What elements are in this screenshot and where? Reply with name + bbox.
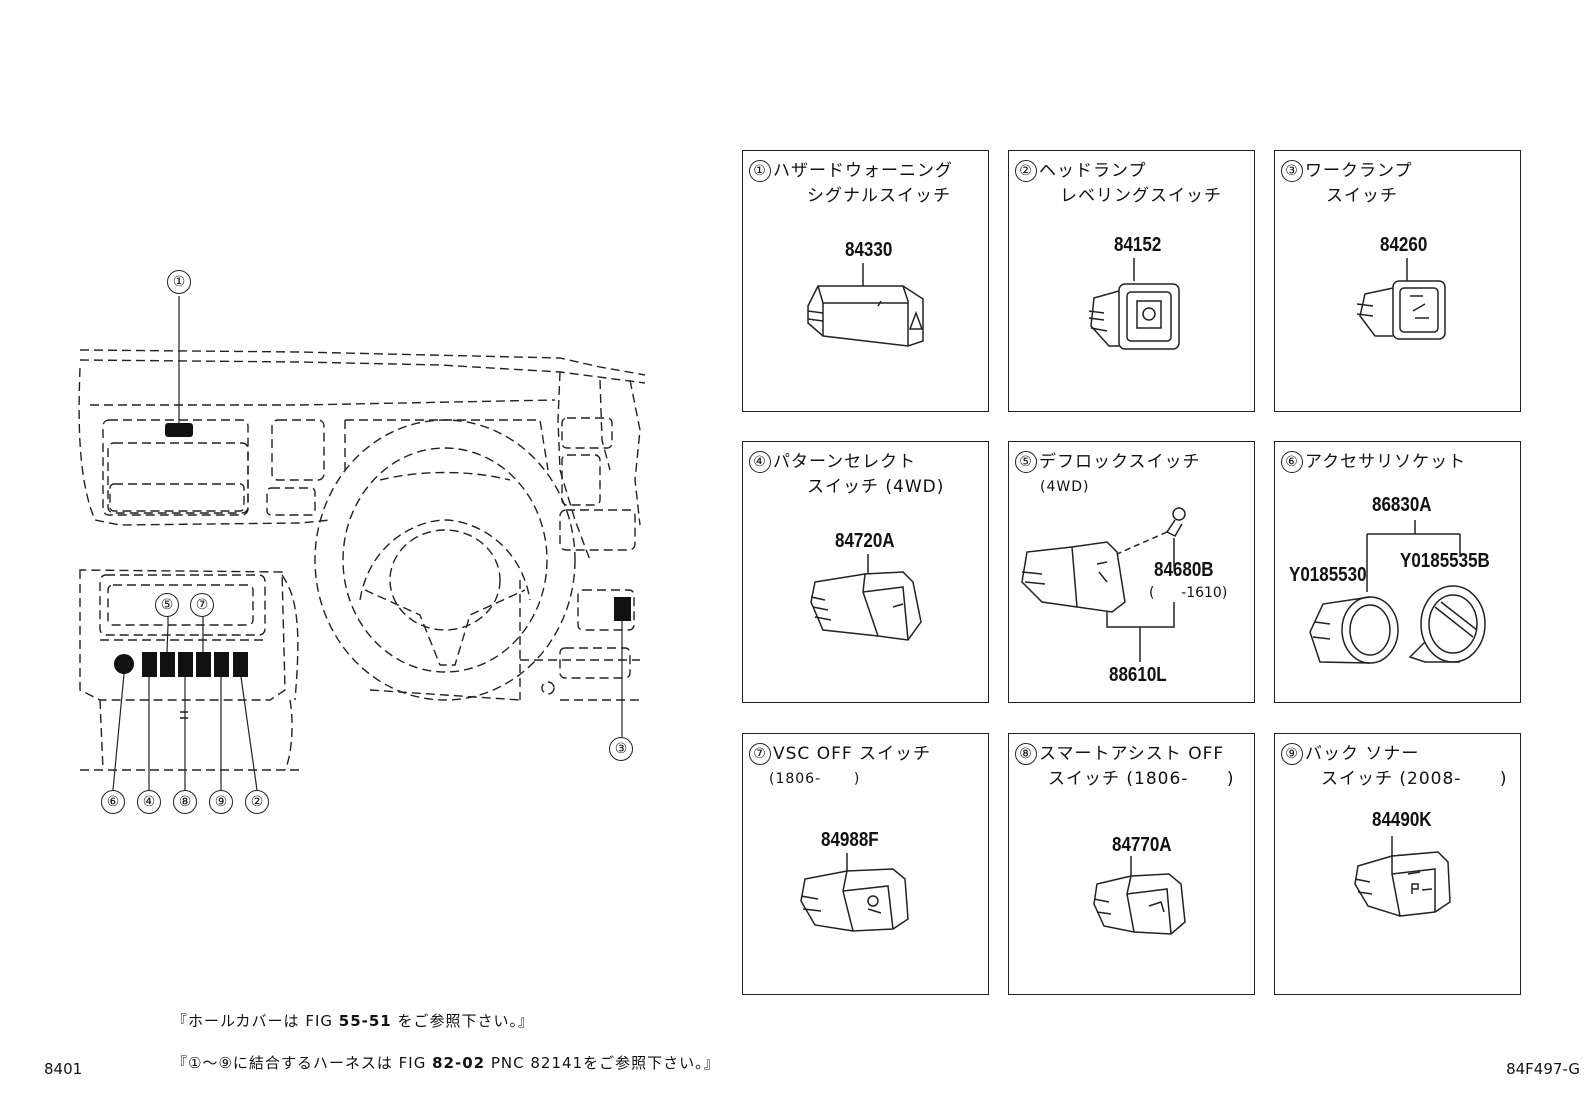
part-number[interactable]: 84152 xyxy=(1114,234,1162,256)
hazard-switch-icon xyxy=(807,263,924,347)
note-harness: 『①～⑨に結合するハーネスは FIG 82-02 PNC 82141をご参照下さ… xyxy=(172,1052,720,1073)
part-number[interactable]: 84770A xyxy=(1112,834,1172,856)
panel-number: ⑤ xyxy=(1015,451,1037,473)
title-line-2: スイッチ (2008- ) xyxy=(1321,769,1508,789)
part-number[interactable]: 84720A xyxy=(835,530,895,552)
vsc-off-switch-icon xyxy=(800,853,909,932)
panel-number: ② xyxy=(1015,160,1037,182)
title-line-1: ヘッドランプ xyxy=(1039,161,1147,181)
part-number-socket[interactable]: Y0185530 xyxy=(1289,564,1367,586)
callout-4: ④ xyxy=(137,790,161,814)
note-text: PNC 82141をご参照下さい。』 xyxy=(485,1054,720,1072)
dashboard-outline xyxy=(78,349,646,771)
work-lamp-switch-icon xyxy=(1356,258,1446,340)
title-line-1: バック ソナー xyxy=(1305,744,1420,764)
part-number-switch[interactable]: 88610L xyxy=(1109,664,1167,686)
title-line-2: レベリングスイッチ xyxy=(1060,186,1222,206)
note-hole-cover: 『ホールカバーは FIG 55-51 をご参照下さい。』 xyxy=(172,1010,534,1031)
note-text: をご参照下さい。』 xyxy=(391,1012,535,1030)
callout-9: ⑨ xyxy=(209,790,233,814)
panel-number: ① xyxy=(749,160,771,182)
switch-location-5 xyxy=(160,652,175,677)
dashboard-illustration xyxy=(78,296,646,791)
title-line-1: アクセサリソケット xyxy=(1305,452,1467,472)
title-line-1: VSC OFF スイッチ xyxy=(773,744,932,764)
title-line-2: スイッチ (4WD) xyxy=(807,477,945,497)
panel-number: ⑥ xyxy=(1281,451,1303,473)
callout-3: ③ xyxy=(609,737,633,761)
part-number[interactable]: 84330 xyxy=(845,239,893,261)
title-line-2: (4WD) xyxy=(1040,479,1090,495)
title-line-1: ワークランプ xyxy=(1305,161,1413,181)
figure-reference[interactable]: 55-51 xyxy=(338,1012,392,1030)
back-sonar-switch-icon xyxy=(1354,836,1451,917)
note-text: 『①～⑨に結合するハーネスは FIG xyxy=(172,1054,433,1072)
switch-location-6 xyxy=(114,654,134,674)
title-line-1: ハザードウォーニング xyxy=(773,161,953,181)
title-line-1: パターンセレクト xyxy=(773,452,917,472)
callout-7: ⑦ xyxy=(190,593,214,617)
callout-1: ① xyxy=(167,270,191,294)
panel-number: ④ xyxy=(749,451,771,473)
panel-number: ⑦ xyxy=(749,743,771,765)
panel-number: ⑧ xyxy=(1015,743,1037,765)
callout-8: ⑧ xyxy=(173,790,197,814)
callout-6: ⑥ xyxy=(101,790,125,814)
note-text: 『ホールカバーは FIG xyxy=(172,1012,339,1030)
part-number-cap[interactable]: Y0185535B xyxy=(1400,550,1490,572)
figure-reference[interactable]: 82-02 xyxy=(432,1054,486,1072)
title-line-2: スイッチ xyxy=(1326,186,1398,206)
illustration-code: 84F497-G xyxy=(1506,1060,1580,1078)
part-number[interactable]: 84988F xyxy=(821,829,879,851)
panel-number: ⑨ xyxy=(1281,743,1303,765)
title-line-2: スイッチ (1806- ) xyxy=(1048,769,1235,789)
title-line-2: (1806- ) xyxy=(769,771,861,787)
title-line-1: デフロックスイッチ xyxy=(1039,452,1201,472)
part-number-assembly[interactable]: 86830A xyxy=(1372,494,1432,516)
callout-5: ⑤ xyxy=(155,593,179,617)
title-line-2: シグナルスイッチ xyxy=(807,186,951,206)
part-date-range: ( -1610) xyxy=(1149,585,1228,601)
leveling-switch-icon xyxy=(1088,258,1180,350)
title-line-1: スマートアシスト OFF xyxy=(1039,744,1225,764)
switch-location-7 xyxy=(196,652,211,677)
part-number[interactable]: 84490K xyxy=(1372,809,1432,831)
leader-lines xyxy=(112,296,623,791)
accessory-socket-icon xyxy=(1309,520,1486,664)
smart-assist-switch-icon xyxy=(1093,856,1186,935)
panel-number: ③ xyxy=(1281,160,1303,182)
switch-location-8 xyxy=(178,652,193,677)
switch-locations xyxy=(114,423,631,677)
pattern-select-switch-icon xyxy=(810,554,922,641)
page-code: 8401 xyxy=(44,1060,83,1078)
switch-location-3 xyxy=(614,597,631,621)
diff-lock-switch-icon xyxy=(1021,507,1186,662)
callout-2: ② xyxy=(245,790,269,814)
switch-location-1 xyxy=(165,423,193,437)
part-number[interactable]: 84260 xyxy=(1380,234,1428,256)
part-number-bulb[interactable]: 84680B xyxy=(1154,559,1214,581)
switch-location-2 xyxy=(233,652,248,677)
switch-location-9 xyxy=(214,652,229,677)
switch-location-4 xyxy=(142,652,157,677)
